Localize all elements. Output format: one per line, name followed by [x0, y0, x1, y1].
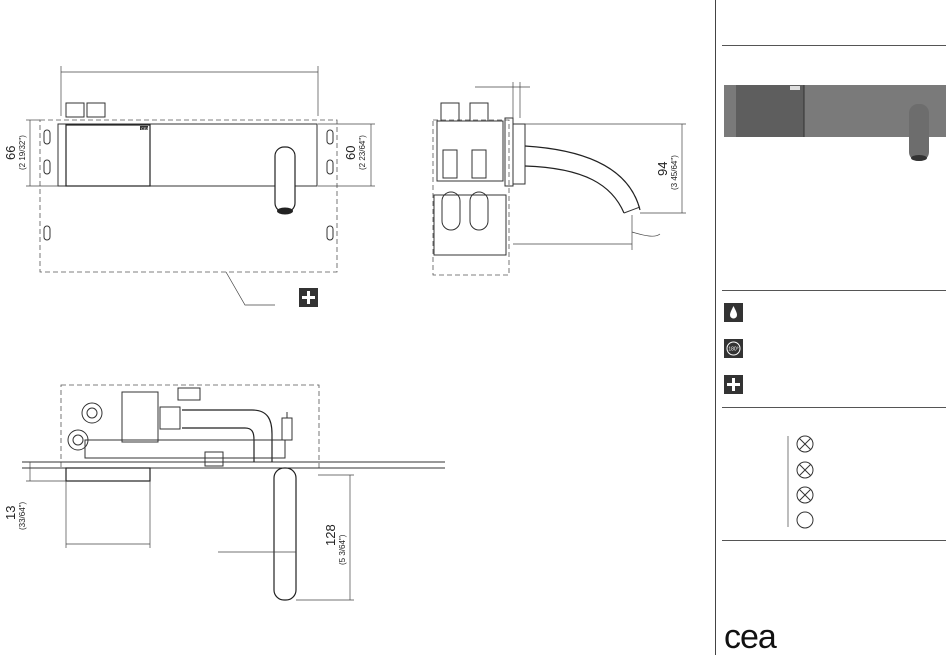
dim-spout-drop-in: (3 45/64")	[670, 155, 679, 190]
panel-rule	[722, 407, 946, 408]
panel-rule	[722, 45, 946, 46]
side-view	[433, 82, 686, 275]
panel-rule	[722, 290, 946, 291]
product-render	[724, 85, 946, 161]
legend	[788, 436, 813, 528]
brand-logo: cea	[724, 620, 776, 654]
dim-plate-height-mm: 66	[3, 146, 18, 160]
front-view	[26, 66, 375, 305]
crossed-circle-icon	[797, 436, 813, 452]
dim-plate-height-in: (2 19/32")	[18, 135, 27, 170]
dim-spout-drop-mm: 94	[655, 162, 670, 176]
badge-label: CEA	[141, 126, 150, 131]
dim-plate-depth-mm: 13	[3, 506, 18, 520]
panel-divider	[715, 0, 716, 655]
dim-body-height-in: (2 23/64")	[358, 135, 367, 170]
panel-rule	[722, 540, 946, 541]
crossed-circle-icon	[797, 487, 813, 503]
plus-icon	[724, 375, 743, 394]
dim-plate-depth-in: (33/64")	[18, 501, 27, 530]
crossed-circle-icon	[797, 462, 813, 478]
dim-spout-length-in: (5 3/64")	[338, 534, 347, 565]
dim-spout-length-mm: 128	[323, 524, 338, 546]
water-drop-icon	[724, 303, 743, 322]
section-view	[22, 385, 445, 600]
open-circle-icon	[797, 512, 813, 528]
rotation-label: 180°	[728, 347, 738, 353]
rotation-180-icon: 180°	[724, 339, 743, 358]
dim-body-height-mm: 60	[343, 146, 358, 160]
plus-icon	[299, 288, 318, 307]
